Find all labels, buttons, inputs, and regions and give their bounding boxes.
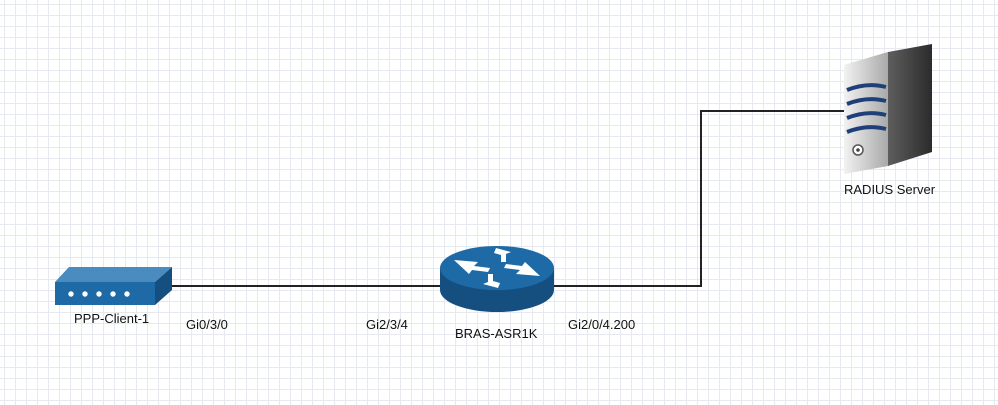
interface-label-router-client: Gi2/3/4 [366,317,408,332]
client-label: PPP-Client-1 [74,311,150,326]
router-icon[interactable] [436,242,558,316]
interface-label-router-server: Gi2/0/4.200 [568,317,636,332]
server-icon[interactable] [840,40,940,180]
switch-icon[interactable] [52,262,176,308]
router-label: BRAS-ASR1K [455,326,538,341]
interface-label-client: Gi0/3/0 [186,317,228,332]
link-router-server [554,110,846,287]
server-label: RADIUS Server [844,182,936,197]
